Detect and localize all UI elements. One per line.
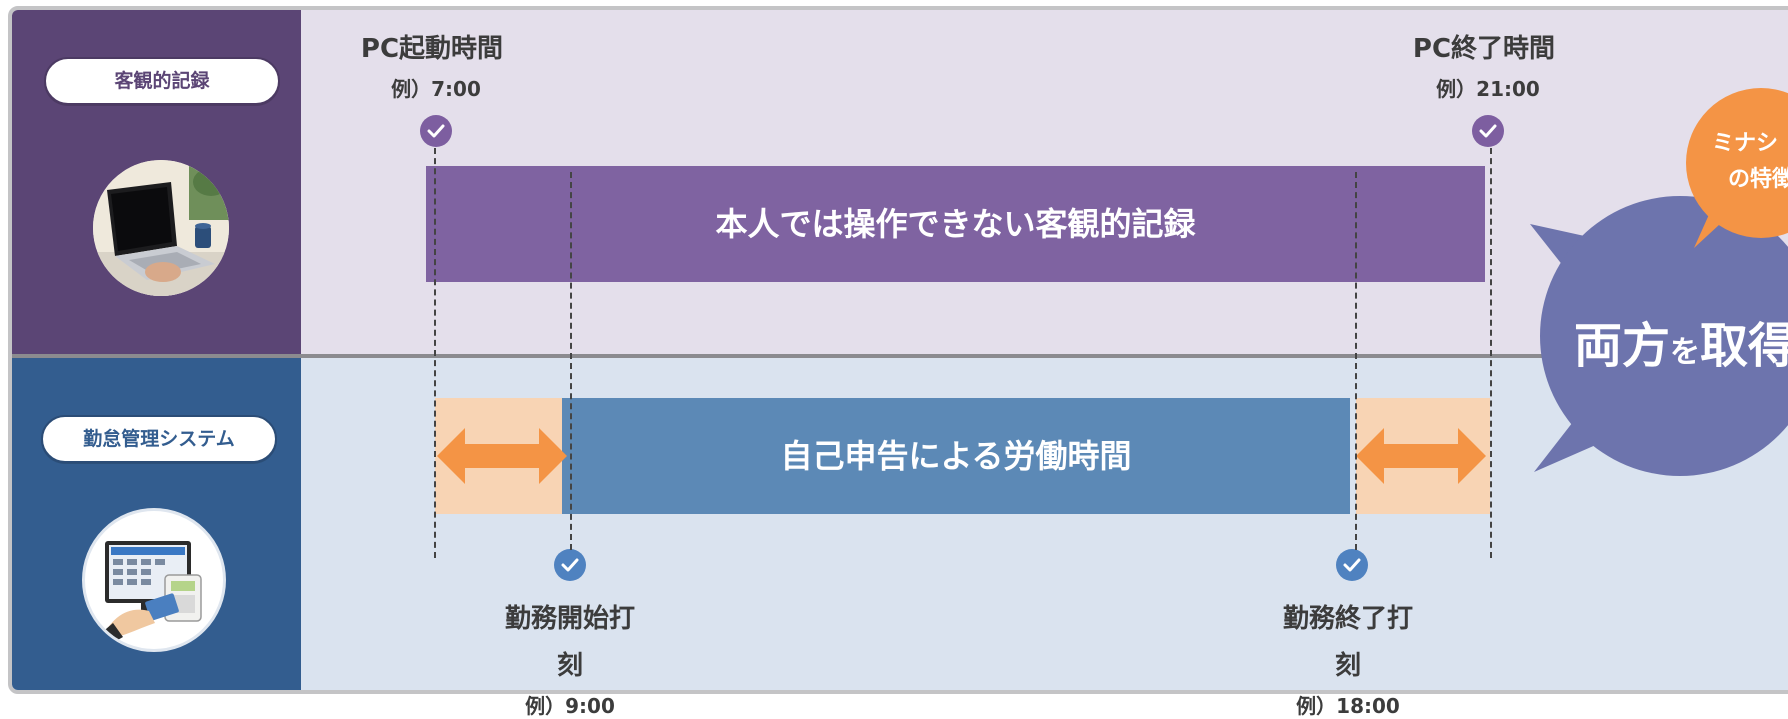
work-start-title-line2: 刻 (556, 651, 583, 681)
work-end-check-icon (1336, 549, 1368, 581)
callout-text-part1: 両方 (1574, 318, 1671, 374)
objective-record-label: 客観的記録 (44, 57, 280, 105)
work-start-check-icon (554, 549, 586, 581)
pc-start-check-icon (420, 115, 452, 147)
pc-end-example: 例）21:00 (1436, 77, 1540, 101)
attendance-system-label: 勤怠管理システム (41, 415, 277, 463)
work-end-title-line2: 刻 (1334, 651, 1361, 681)
pc-start-title: PC起動時間 (360, 34, 504, 64)
early-gap-double-arrow-icon (437, 428, 567, 488)
callout-main-text: 両方を取得 (1574, 306, 1788, 376)
laptop-photo-icon (93, 160, 229, 296)
pc-end-title: PC終了時間 (1412, 34, 1556, 64)
work-start-guide-line (570, 172, 572, 550)
attendance-system-sidebar: 勤怠管理システム (12, 358, 301, 690)
pc-start-guide-line (434, 148, 436, 558)
work-end-guide-line (1355, 172, 1357, 550)
pc-end-check-icon (1472, 115, 1504, 147)
self-report-bar: 自己申告による労働時間 (562, 398, 1350, 514)
late-gap-double-arrow-icon (1356, 428, 1486, 488)
callout-small-line1: ミナシ (1712, 131, 1779, 156)
time-clock-illustration-icon (82, 508, 226, 652)
callout-small-line2: の特徴 (1728, 167, 1788, 192)
work-end-title-line1: 勤務終了打 (1282, 604, 1413, 634)
objective-record-bar: 本人では操作できない客観的記録 (426, 166, 1485, 282)
work-end-example: 例）18:00 (1296, 694, 1400, 718)
callout-text-part2: を (1670, 335, 1701, 370)
callout-bubble (1540, 196, 1788, 476)
callout-text-part3: 取得 (1700, 318, 1788, 374)
objective-record-sidebar: 客観的記録 (12, 10, 301, 354)
work-start-title-line1: 勤務開始打 (504, 604, 635, 634)
pc-end-guide-line (1490, 148, 1492, 558)
row-divider (12, 354, 1788, 358)
pc-start-example: 例）7:00 (391, 77, 481, 101)
work-start-example: 例）9:00 (525, 694, 615, 718)
callout-small-text: ミナシ の特徴 (1712, 126, 1788, 198)
